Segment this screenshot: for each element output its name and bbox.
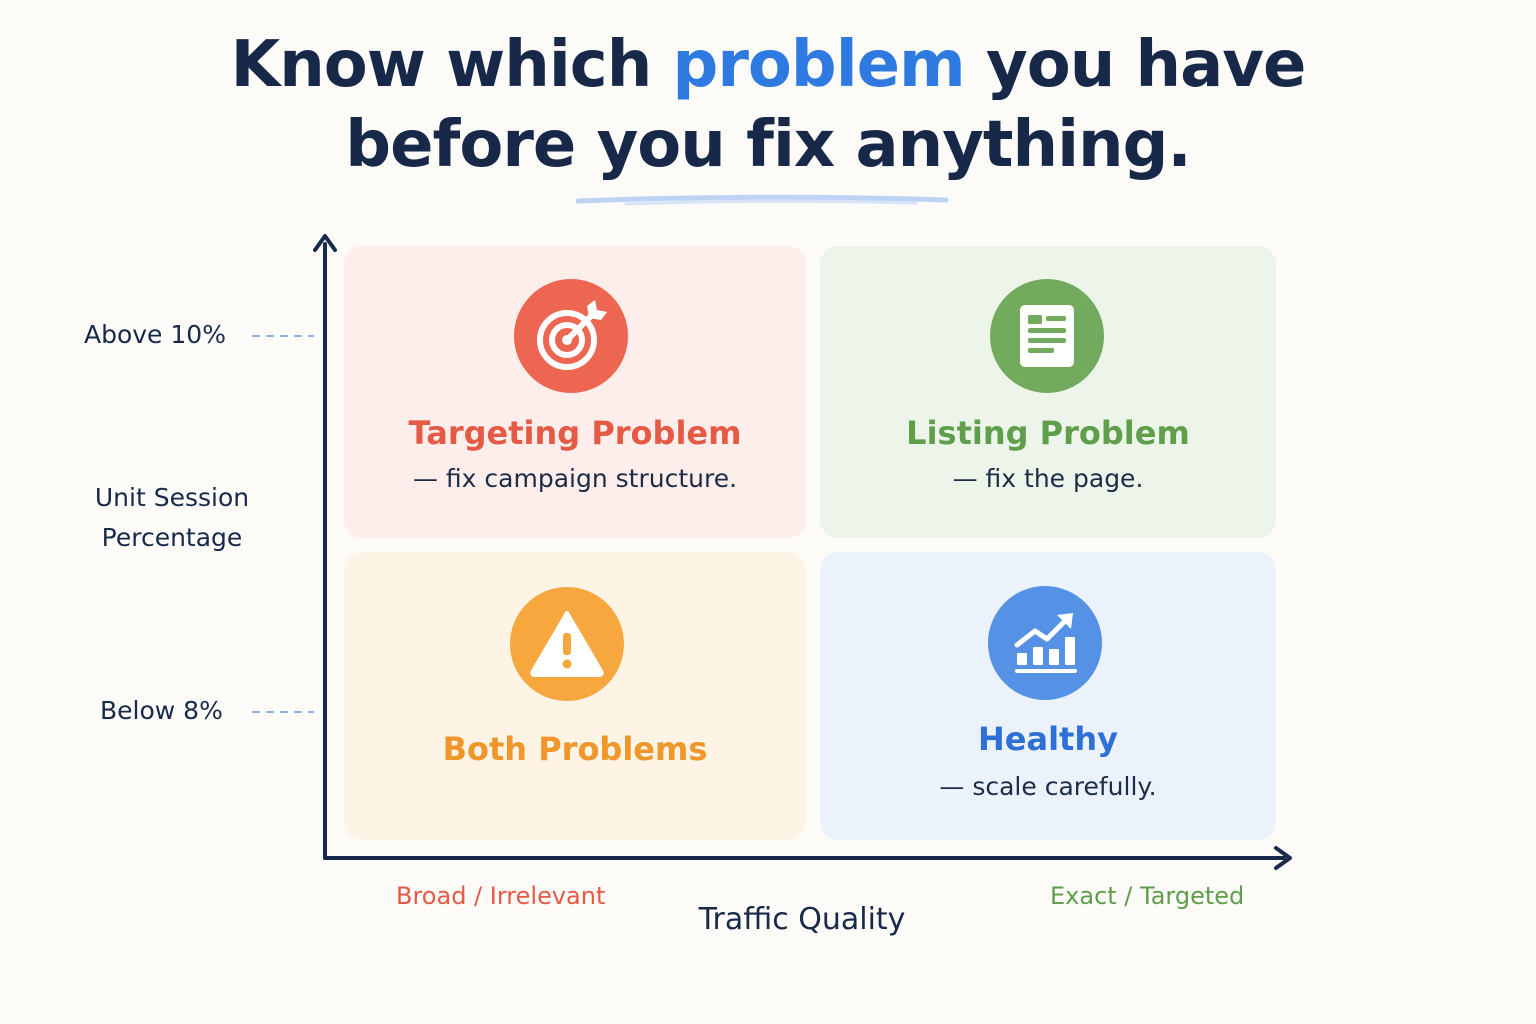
target-icon: [514, 279, 628, 393]
document-icon: [990, 279, 1104, 393]
y-axis-title: Unit Session Percentage: [60, 478, 284, 558]
healthy-title: Healthy: [978, 720, 1118, 758]
x-axis-right-label: Exact / Targeted: [1050, 882, 1245, 910]
targeting-problem-subtitle: — fix campaign structure.: [412, 464, 738, 493]
x-axis-line: [323, 846, 1292, 870]
title-underline-swoosh: [576, 194, 949, 206]
quadrant-listing-problem: Listing Problem — fix the page.: [820, 246, 1276, 538]
x-axis-title: Traffic Quality: [698, 902, 906, 937]
listing-problem-title: Listing Problem: [906, 414, 1190, 452]
growth-chart-icon: [988, 586, 1102, 700]
y-axis-high-label: Above 10%: [84, 320, 226, 349]
quadrant-healthy: Healthy — scale carefully.: [820, 552, 1276, 840]
x-axis-left-label: Broad / Irrelevant: [396, 882, 606, 910]
quadrant-targeting-problem: Targeting Problem — fix campaign structu…: [344, 246, 806, 538]
healthy-subtitle: — scale carefully.: [939, 772, 1157, 801]
targeting-problem-title: Targeting Problem: [408, 414, 742, 452]
title-text-before: Know which: [230, 28, 673, 102]
y-axis-line: [313, 234, 337, 860]
quadrant-both-problems: Both Problems: [344, 552, 806, 840]
page-title-line-2: before you fix anything.: [345, 108, 1191, 182]
y-axis-low-label: Below 8%: [100, 696, 223, 725]
both-problems-title: Both Problems: [442, 730, 708, 768]
y-axis-title-line-2: Percentage: [101, 523, 243, 552]
title-text-after: you have: [964, 28, 1306, 102]
y-axis-title-line-1: Unit Session: [94, 483, 250, 512]
listing-problem-subtitle: — fix the page.: [952, 464, 1144, 493]
title-highlight-word: problem: [672, 28, 966, 102]
warning-icon: [510, 587, 624, 701]
page-title-line-1: Know which problem you have: [0, 28, 1536, 102]
